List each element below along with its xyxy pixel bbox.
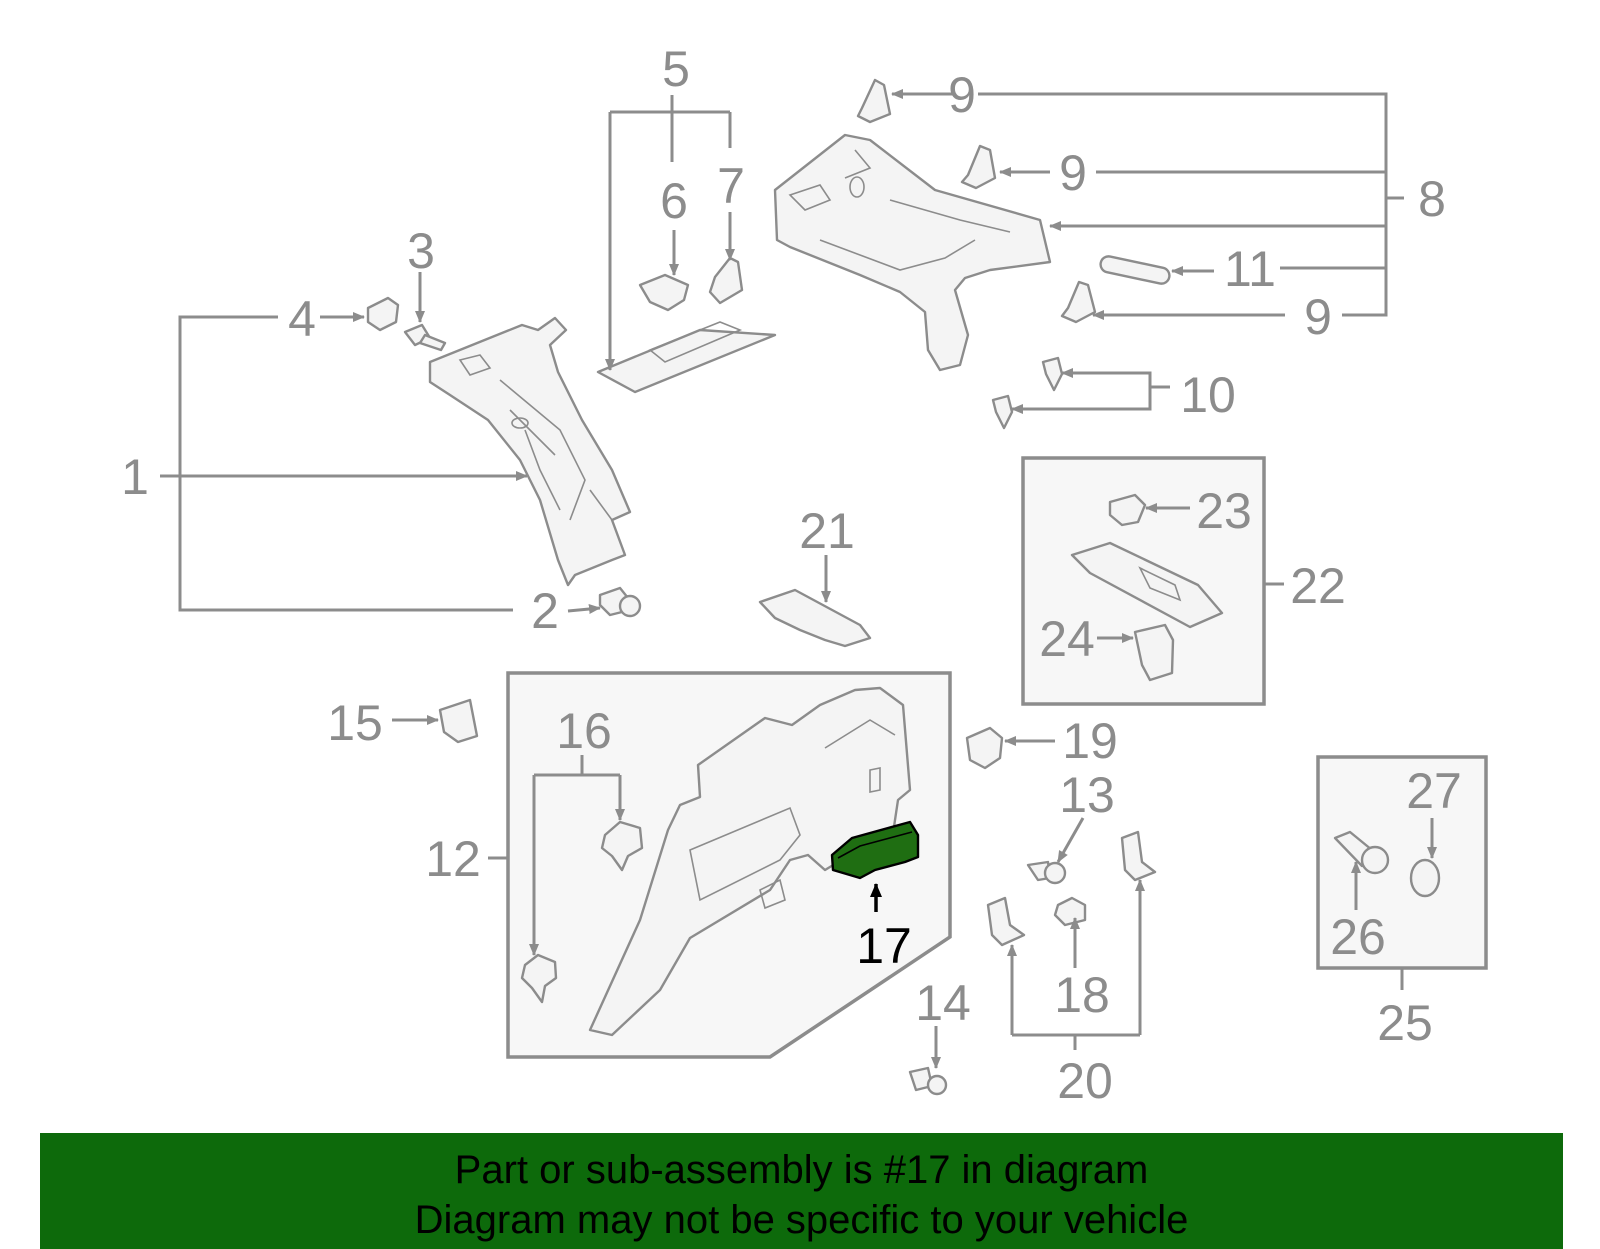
clip-part-16 [520, 820, 644, 1004]
storage-box-part-17 [830, 820, 920, 880]
cap-part-27 [1409, 858, 1441, 898]
callout-9-middle: 9 [1059, 145, 1087, 201]
callout-1: 1 [121, 449, 149, 505]
callout-14: 14 [915, 975, 971, 1031]
clip-part-13 [1026, 860, 1067, 885]
callout-21: 21 [799, 503, 855, 559]
clip-part-7 [708, 256, 744, 305]
callout-27: 27 [1406, 763, 1462, 819]
callout-24: 24 [1039, 611, 1095, 667]
callout-6: 6 [660, 173, 688, 229]
bracket-part-20 [986, 830, 1157, 947]
clip-part-9-bottom [1060, 280, 1097, 324]
callout-23: 23 [1196, 483, 1252, 539]
bolt-part-3 [403, 323, 447, 352]
callout-13: 13 [1059, 767, 1115, 823]
leader-lines [160, 89, 1437, 1069]
quarter-trim-panel-part-12 [588, 686, 912, 1037]
callout-16: 16 [556, 703, 612, 759]
callout-9-bottom: 9 [1304, 289, 1332, 345]
callout-8: 8 [1418, 171, 1446, 227]
callout-20: 20 [1057, 1053, 1113, 1109]
strip-part-11 [1099, 255, 1171, 285]
socket-part-26 [1333, 830, 1390, 875]
clip-part-15 [438, 698, 479, 744]
callout-26: 26 [1330, 909, 1386, 965]
clip-part-14 [908, 1066, 948, 1096]
pillar-trim-part-1 [428, 316, 632, 587]
trim-piece-part-21 [758, 588, 872, 648]
callout-10: 10 [1180, 367, 1236, 423]
clip-part-2 [598, 586, 642, 618]
callout-3: 3 [407, 223, 435, 279]
clip-part-6 [638, 273, 690, 312]
callout-11: 11 [1224, 241, 1276, 297]
upper-trim-part-8 [773, 133, 1052, 372]
callout-18: 18 [1054, 967, 1110, 1023]
callout-5: 5 [662, 41, 690, 97]
callout-15: 15 [327, 695, 383, 751]
callout-labels: 1 2 3 4 5 6 7 8 9 9 9 10 11 12 13 14 15 … [121, 41, 1462, 1109]
callout-4: 4 [288, 291, 316, 347]
banner-line-part-number: Part or sub-assembly is #17 in diagram [454, 1148, 1149, 1192]
clip-part-9-middle [960, 144, 997, 190]
clip-part-18 [1053, 896, 1087, 927]
callout-22: 22 [1290, 558, 1346, 614]
callout-7: 7 [717, 158, 745, 214]
clip-part-9-top [856, 78, 892, 124]
callout-12: 12 [425, 831, 481, 887]
sill-trim-part-5 [596, 321, 777, 394]
switch-trim-part-22 [1070, 541, 1224, 629]
switch-part-24 [1133, 623, 1175, 682]
banner-line-disclaimer: Diagram may not be specific to your vehi… [414, 1198, 1189, 1242]
callout-2: 2 [531, 583, 559, 639]
callout-9-top: 9 [948, 67, 976, 123]
clip-part-23 [1108, 493, 1147, 527]
callout-19: 19 [1062, 713, 1118, 769]
info-banner: Part or sub-assembly is #17 in diagram D… [40, 1133, 1563, 1249]
clip-part-19 [965, 726, 1004, 770]
clip-part-10 [991, 356, 1064, 430]
clip-part-4 [366, 296, 400, 332]
callout-25: 25 [1377, 995, 1433, 1051]
callout-17: 17 [856, 918, 912, 974]
